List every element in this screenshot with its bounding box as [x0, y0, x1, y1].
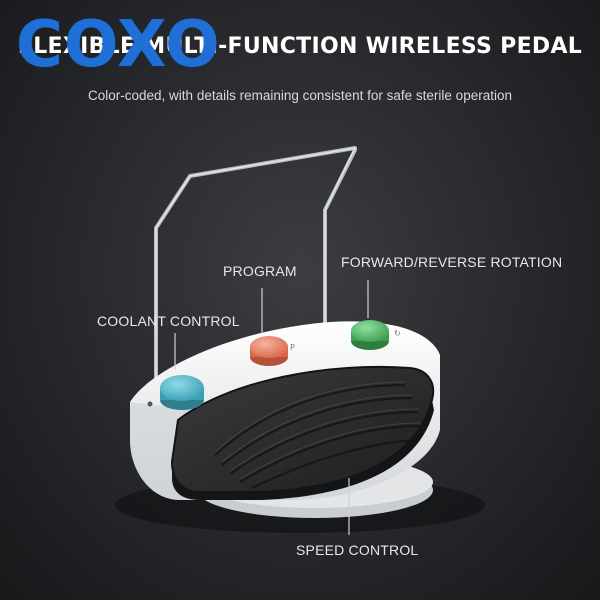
- rotation-button: [351, 320, 389, 350]
- callout-speed-control: SPEED CONTROL: [296, 542, 419, 558]
- callout-program: PROGRAM: [223, 263, 297, 279]
- page-subtitle: Color-coded, with details remaining cons…: [88, 88, 512, 103]
- coolant-drop-icon: [147, 401, 153, 407]
- program-p-icon: P: [290, 343, 295, 352]
- program-button: [250, 336, 288, 366]
- page-title: FLEXIBLE MULTI-FUNCTION WIRELESS PEDAL: [17, 34, 583, 59]
- coolant-button: [160, 375, 204, 410]
- rotation-arrow-icon: ↻: [394, 329, 401, 338]
- callout-coolant-control: COOLANT CONTROL: [97, 313, 240, 329]
- callout-forward-reverse-rotation: FORWARD/REVERSE ROTATION: [341, 254, 563, 270]
- pedal-ridges: [214, 383, 421, 489]
- brand-logo: COXO: [16, 8, 221, 82]
